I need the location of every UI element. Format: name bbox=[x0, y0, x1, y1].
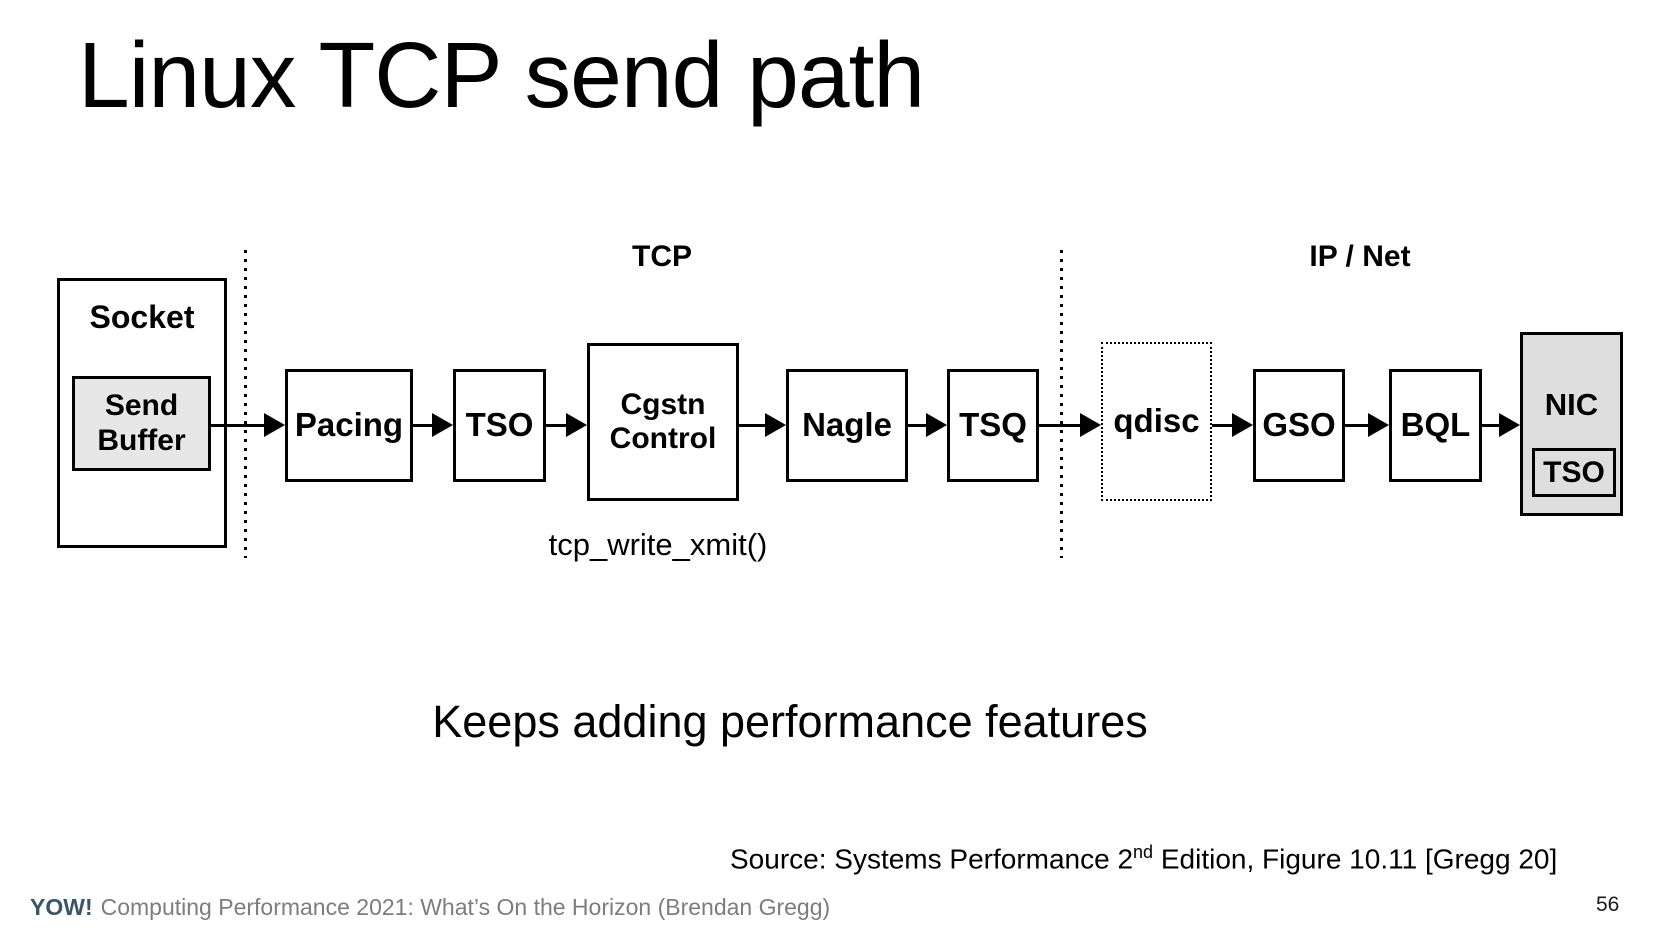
arrowhead-icon bbox=[1499, 413, 1520, 437]
section-label-ip-net: IP / Net bbox=[1309, 240, 1411, 273]
node-pacing-label: Pacing bbox=[294, 406, 404, 444]
arrowhead-icon bbox=[264, 413, 285, 437]
nic-label: NIC bbox=[1544, 387, 1599, 422]
flow-arrow-gso-bql bbox=[1345, 413, 1389, 437]
node-gso: GSO bbox=[1253, 369, 1345, 482]
source-prefix: Source: Systems Performance 2 bbox=[730, 843, 1134, 875]
section-divider-tcp-ipnet bbox=[1060, 250, 1063, 558]
arrowhead-icon bbox=[1080, 413, 1101, 437]
send-buffer-box: Send Buffer bbox=[72, 376, 211, 471]
flow-arrow-pacing-tso bbox=[413, 413, 453, 437]
flow-arrow-tsq-qdisc bbox=[1039, 413, 1101, 437]
section-label-tcp: TCP bbox=[632, 240, 692, 273]
nic-tso-box: TSO bbox=[1532, 448, 1616, 497]
flow-arrow-nagle-tsq bbox=[908, 413, 947, 437]
send-buffer-label-line2: Buffer bbox=[97, 423, 186, 457]
footer-note: Computing Performance 2021: What’s On th… bbox=[100, 894, 831, 920]
arrowhead-icon bbox=[765, 413, 786, 437]
function-label-tcp-write-xmit: tcp_write_xmit() bbox=[548, 527, 768, 562]
send-buffer-label-line1: Send bbox=[104, 389, 179, 422]
flow-arrow-sendbuffer-pacing bbox=[210, 413, 285, 437]
arrowhead-icon bbox=[432, 413, 453, 437]
page-number: 56 bbox=[1596, 893, 1620, 916]
source-superscript: nd bbox=[1133, 842, 1154, 862]
flow-arrow-bql-nic bbox=[1482, 413, 1520, 437]
arrowhead-icon bbox=[1232, 413, 1253, 437]
node-bql-label: BQL bbox=[1400, 406, 1471, 444]
node-qdisc: qdisc bbox=[1101, 342, 1212, 501]
nic-tso-label: TSO bbox=[1543, 455, 1605, 489]
source-attribution: Source: Systems Performance 2nd Edition,… bbox=[730, 842, 1557, 875]
source-suffix: Edition, Figure 10.11 [Gregg 20] bbox=[1153, 843, 1558, 875]
node-tso: TSO bbox=[453, 369, 546, 482]
node-nagle: Nagle bbox=[786, 369, 908, 482]
socket-label: Socket bbox=[89, 299, 195, 335]
footer-brand: YOW! bbox=[30, 894, 93, 920]
footer: YOW! Computing Performance 2021: What’s O… bbox=[30, 894, 830, 921]
arrowhead-icon bbox=[926, 413, 947, 437]
node-tsq-label: TSQ bbox=[959, 406, 1027, 444]
flow-arrow-qdisc-gso bbox=[1212, 413, 1253, 437]
arrowhead-icon bbox=[566, 413, 587, 437]
node-cgstn-label-line2: Control bbox=[609, 422, 717, 455]
node-tso-label: TSO bbox=[465, 406, 534, 444]
node-nagle-label: Nagle bbox=[802, 406, 892, 444]
slide-caption: Keeps adding performance features bbox=[432, 696, 1148, 747]
node-tsq: TSQ bbox=[947, 369, 1039, 482]
section-divider-socket-tcp bbox=[244, 250, 247, 558]
socket-box: Socket Send Buffer bbox=[57, 278, 227, 548]
node-cgstn-control: Cgstn Control bbox=[587, 343, 739, 501]
node-qdisc-label: qdisc bbox=[1113, 402, 1200, 440]
node-bql: BQL bbox=[1389, 369, 1482, 482]
nic-box: NIC TSO bbox=[1520, 332, 1623, 516]
flow-arrow-tso-cgstn bbox=[546, 413, 587, 437]
slide-title: Linux TCP send path bbox=[78, 23, 925, 127]
node-pacing: Pacing bbox=[285, 369, 413, 482]
node-gso-label: GSO bbox=[1262, 406, 1336, 444]
flow-arrow-cgstn-nagle bbox=[739, 413, 786, 437]
arrowhead-icon bbox=[1368, 413, 1389, 437]
node-cgstn-label-line1: Cgstn bbox=[620, 388, 706, 422]
